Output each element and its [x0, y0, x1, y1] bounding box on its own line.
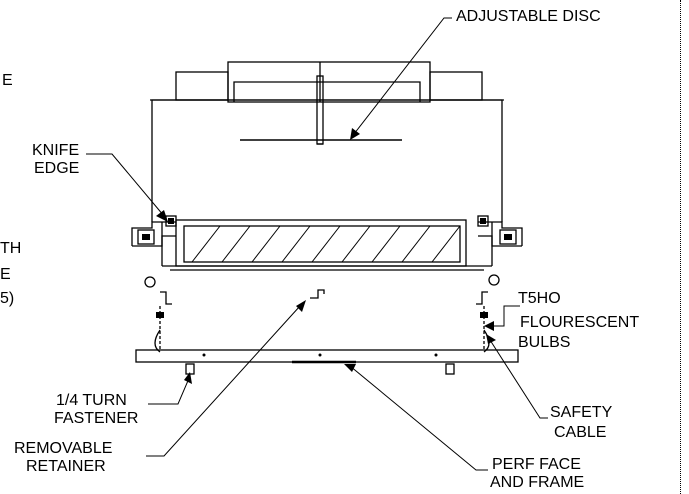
- label-perf-1: PERF FACE: [492, 456, 581, 473]
- bulb-left: [144, 276, 156, 288]
- hatch-lines: [191, 225, 461, 263]
- label-removable-1: REMOVABLE: [14, 440, 113, 457]
- sheet-border: [680, 0, 681, 494]
- top-collar-right: [429, 71, 483, 101]
- label-safety-1: SAFETY: [550, 404, 613, 421]
- label-knife-edge-2: EDGE: [34, 160, 80, 177]
- label-cut-left-2: TH: [0, 240, 22, 257]
- label-fastener-2: FASTENER: [54, 410, 139, 427]
- label-cut-left-4: 5): [0, 290, 15, 307]
- removable-retainer: [310, 289, 325, 299]
- side-frame-left: [131, 221, 176, 246]
- fastener-right: [445, 363, 455, 375]
- label-cut-left-1: E: [2, 72, 13, 89]
- label-knife-edge-1: KNIFE: [32, 142, 80, 159]
- top-collar-inner: [233, 81, 421, 102]
- label-cut-left-3: E: [0, 266, 11, 283]
- plenum-box: [151, 99, 503, 222]
- label-t5ho-1: T5HO: [518, 290, 561, 307]
- leader-lines: [86, 17, 548, 471]
- label-removable-2: RETAINER: [26, 458, 106, 475]
- leader-arrowheads: [156, 128, 496, 384]
- perf-face-frame: [135, 349, 519, 363]
- label-fastener-1: 1/4 TURN: [56, 392, 127, 409]
- side-frame-right: [478, 221, 523, 246]
- label-t5ho-2: FLOURESCENT: [520, 314, 640, 331]
- label-safety-2: CABLE: [554, 424, 607, 441]
- bulb-right: [488, 274, 500, 286]
- top-collar-left: [175, 71, 229, 101]
- label-perf-2: AND FRAME: [490, 474, 585, 491]
- top-collar-center: [227, 61, 431, 103]
- label-t5ho-3: BULBS: [518, 334, 571, 351]
- label-adjustable-disc: ADJUSTABLE DISC: [456, 8, 601, 25]
